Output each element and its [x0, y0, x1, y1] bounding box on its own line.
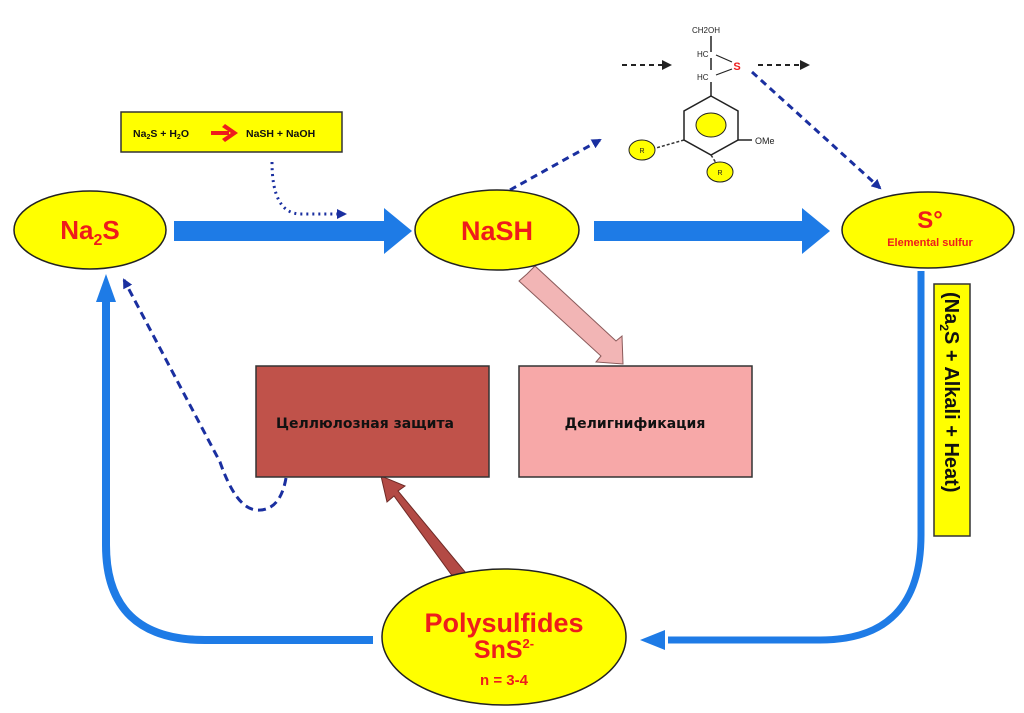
dashed-arrow-nash-to-lignin: [509, 138, 602, 192]
arrow-sulfur-to-polysulfides: [640, 271, 925, 650]
cellulose-protection-label: Целлюлозная защита: [276, 416, 454, 432]
node-polysulfides: Polysulfides SnS2- n = 3-4: [381, 568, 627, 706]
arrow-polysulfides-to-na2s: [96, 274, 373, 644]
hc-bottom-label: HC: [697, 73, 709, 82]
reaction-lhs: Na2S + H2O: [133, 128, 189, 141]
node-polysulfides-formula: SnS2-: [474, 636, 534, 664]
arrow-nash-to-sulfur: [594, 208, 830, 254]
delignification-label: Делигнификация: [565, 416, 706, 432]
conditions-label: (Na2S + Alkali + Heat): [937, 292, 962, 492]
node-sulfur-symbol: S°: [917, 207, 943, 234]
node-elemental-sulfur: S° Elemental sulfur: [841, 191, 1015, 269]
node-sulfur-caption: Elemental sulfur: [887, 237, 973, 249]
arrow-polysulfides-to-cellulose: [380, 475, 467, 582]
r-group-2: [706, 161, 734, 183]
ch2oh-label: CH2OH: [692, 26, 720, 35]
red-arrow-icon: [211, 124, 238, 142]
delignification-box: Делигнификация: [518, 365, 753, 478]
reaction-equation-box: Na2S + H2O NaSH + NaOH: [120, 111, 343, 153]
node-polysulfides-title: Polysulfides: [424, 608, 583, 638]
aromatic-circle: [695, 112, 727, 138]
reaction-rhs: NaSH + NaOH: [246, 128, 315, 140]
arrow-na2s-to-nash: [174, 208, 412, 254]
node-na2s-label: Na2S: [60, 215, 120, 249]
hc-top-label: HC: [697, 50, 709, 59]
r-group-1: [628, 139, 656, 161]
ome-label: OMe: [755, 136, 775, 146]
arrow-nash-to-delignification: [518, 265, 624, 365]
node-nash: NaSH: [414, 189, 580, 271]
cellulose-protection-box: Целлюлозная защита: [255, 365, 490, 478]
lignin-structure: CH2OH HC HC S OMe R R: [622, 26, 810, 183]
node-polysulfides-n: n = 3-4: [480, 672, 529, 689]
dashed-arrow-cellulose-to-na2s: [122, 278, 288, 512]
node-na2s: Na2S: [13, 190, 167, 270]
r-group-1-label: R: [639, 148, 644, 155]
node-nash-label: NaSH: [461, 216, 533, 246]
conditions-label-box: (Na2S + Alkali + Heat): [933, 283, 971, 537]
dashed-arrow-lignin-to-sulfur: [750, 70, 882, 190]
r-group-2-label: R: [717, 170, 722, 177]
sulfur-atom-label: S: [733, 61, 740, 73]
dotted-arrow-reaction-to-main: [270, 161, 347, 219]
